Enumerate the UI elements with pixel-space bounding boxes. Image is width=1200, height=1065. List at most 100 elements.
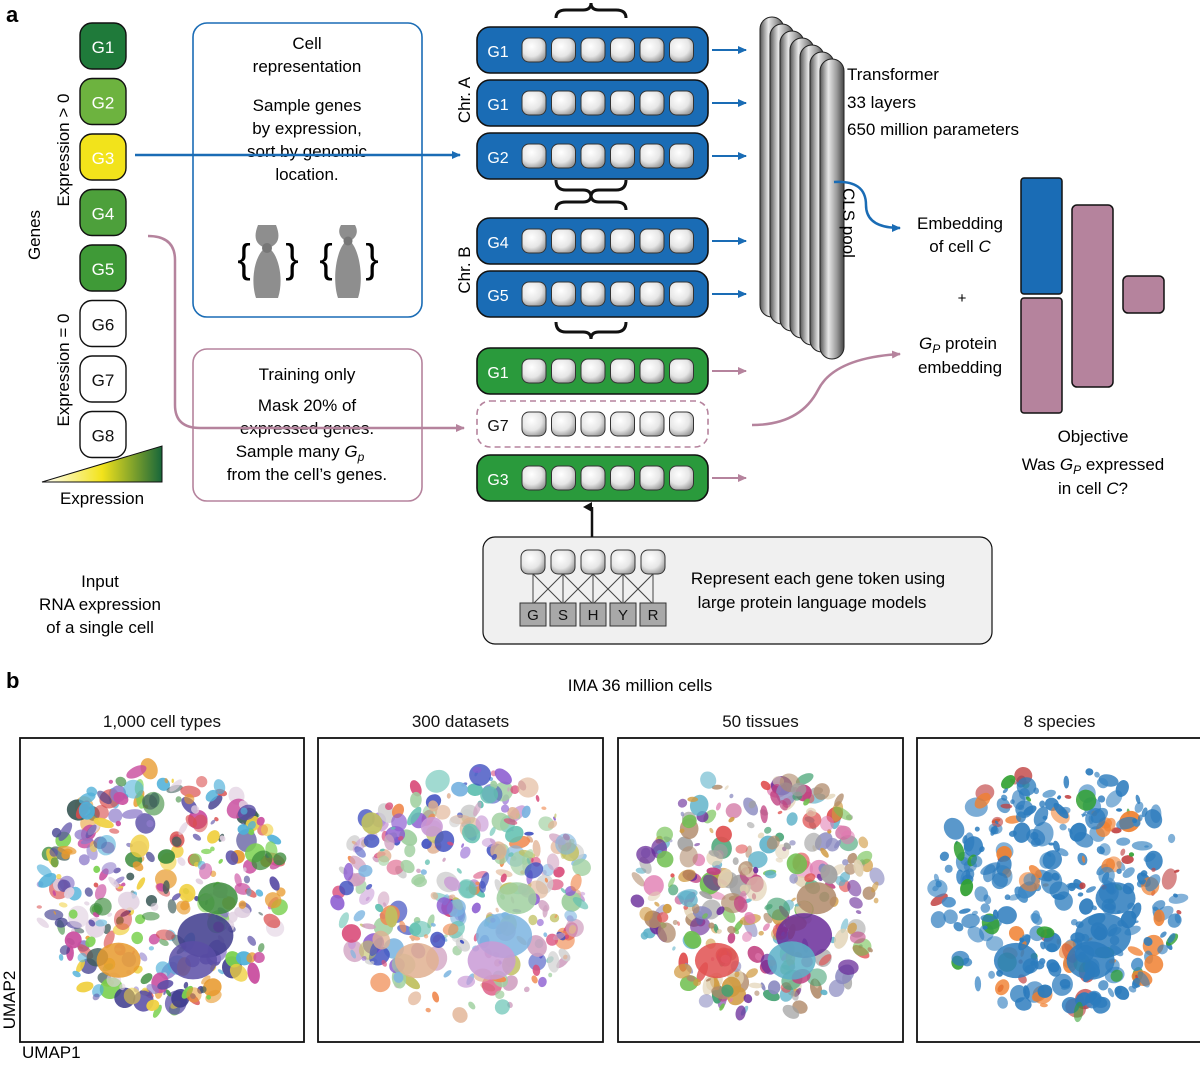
umap-cluster [247, 821, 256, 830]
gene-box-g8 [79, 410, 127, 459]
token-cell [551, 143, 576, 169]
umap-cluster [251, 850, 273, 871]
umap-cluster [505, 825, 524, 843]
umap-cluster [729, 998, 733, 1003]
umap-cluster [953, 922, 964, 932]
umap-cluster [330, 894, 345, 911]
umap-cluster [1033, 806, 1049, 827]
umap-cluster [1137, 971, 1150, 988]
umap-cluster [1115, 780, 1129, 797]
umap-panel-title: 1,000 cell types [103, 712, 221, 731]
umap-cluster [746, 821, 755, 829]
umap-cluster [96, 834, 116, 856]
umap-cluster [434, 830, 455, 852]
token-row-label: G1 [487, 365, 508, 382]
gene-box-g1 [79, 22, 127, 70]
token-row-label: G2 [487, 150, 508, 167]
umap-cluster [1116, 868, 1122, 875]
umap-cluster [1140, 870, 1148, 877]
umap-cluster [965, 868, 975, 880]
umap-cluster [1031, 910, 1041, 924]
umap-cluster [85, 824, 97, 839]
cell-rep-body-4: location. [275, 165, 338, 184]
umap-cluster [760, 805, 768, 824]
umap-cluster [656, 826, 673, 843]
umap-cluster [78, 792, 96, 804]
umap-cluster [802, 811, 822, 829]
umap-cluster [990, 825, 998, 836]
umap-cluster [1167, 913, 1182, 928]
umap-cluster [1120, 848, 1126, 856]
umap-cluster [734, 971, 740, 978]
umap-cluster [136, 877, 146, 890]
token-cell [580, 228, 606, 254]
gp-arrow [751, 350, 901, 427]
umap-cluster [748, 851, 768, 869]
umap-cluster [630, 894, 645, 908]
umap-cluster [157, 979, 174, 990]
umap-cluster [536, 918, 544, 927]
umap-cluster [953, 841, 965, 861]
gene-box-g7 [79, 355, 127, 403]
umap-cluster [394, 942, 439, 979]
umap-panel-title: 8 species [1024, 712, 1096, 731]
umap-cluster [430, 891, 439, 900]
umap-cluster [1039, 851, 1056, 869]
umap-cluster [256, 816, 265, 826]
umap-cluster [1135, 794, 1141, 805]
token-cell [580, 90, 606, 116]
token-cell [521, 143, 547, 169]
umap-cluster [643, 875, 664, 897]
umap-cluster [528, 952, 547, 971]
token-cell [669, 411, 694, 437]
umap-cluster [78, 801, 95, 820]
umap-cluster [1063, 775, 1070, 789]
token-cell [551, 90, 576, 116]
amino-acid-letter: S [558, 607, 568, 624]
umap-cluster [146, 983, 159, 995]
umap-cluster [36, 917, 49, 929]
umap-cluster [103, 923, 111, 935]
umap-cluster [381, 959, 387, 967]
umap-cluster [715, 802, 722, 811]
umap-cluster [956, 869, 965, 885]
umap-cluster [735, 844, 748, 854]
umap-cluster [92, 993, 100, 1001]
umap-cluster [804, 832, 822, 852]
umap-cluster [145, 851, 155, 863]
embedding-cell-line-1: Embedding [917, 214, 1003, 233]
umap-cluster [475, 881, 480, 886]
umap-cluster [849, 897, 863, 909]
umap-cluster [162, 880, 170, 894]
umap-cluster [243, 867, 247, 872]
umap-cluster [786, 853, 808, 875]
umap-cluster [528, 914, 538, 926]
plm-connection [562, 573, 594, 605]
umap-cluster [183, 981, 189, 989]
umap-cluster [430, 922, 436, 927]
umap-cluster [716, 906, 725, 916]
umap-cluster [554, 813, 557, 819]
umap-cluster [662, 903, 672, 914]
umap-cluster [1151, 867, 1156, 872]
umap-cluster [92, 984, 104, 998]
umap-cluster [844, 863, 856, 875]
umap-cluster [1064, 794, 1072, 799]
umap-cluster [1036, 926, 1055, 938]
umap-cluster [446, 793, 451, 799]
umap-cluster [795, 773, 814, 786]
umap-cluster [958, 908, 971, 914]
amino-acid-box [609, 602, 637, 627]
umap-cluster [121, 882, 126, 887]
umap-cluster [206, 994, 211, 1000]
umap-cluster [783, 842, 792, 850]
umap-cluster [1121, 855, 1134, 865]
umap-cluster [247, 827, 255, 836]
umap-cluster [54, 917, 68, 928]
gp-protein-line-2: embedding [918, 358, 1002, 377]
amino-acid-box [639, 602, 667, 627]
umap-cluster [963, 832, 975, 852]
umap-cluster [732, 857, 739, 865]
umap-cluster [789, 873, 798, 884]
